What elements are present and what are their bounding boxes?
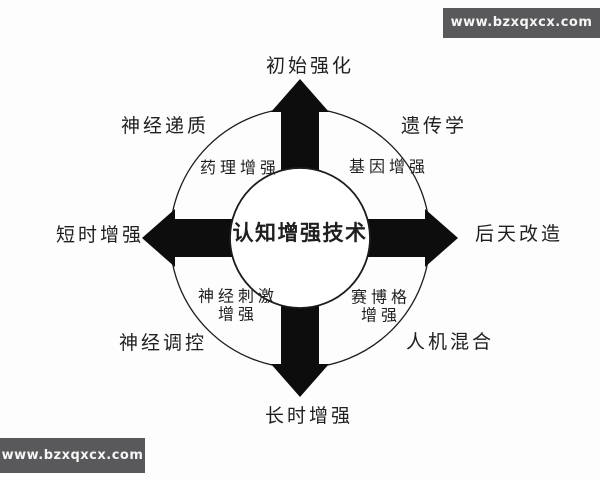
outer-label-bottom-right: 人机混合 xyxy=(405,331,495,354)
quadrant-label-bottom-right-line2: 增强 xyxy=(360,306,402,325)
axis-label-bottom: 长时增强 xyxy=(264,405,354,428)
arrow-up-icon xyxy=(271,79,329,172)
quadrant-label-bottom-left: 神经刺激 增强 xyxy=(197,286,279,325)
quadrant-label-bottom-left-line1: 神经刺激 xyxy=(197,286,279,306)
outer-label-top-right: 遗传学 xyxy=(400,115,468,138)
center-label: 认知增强技术 xyxy=(232,220,368,245)
axis-label-left: 短时增强 xyxy=(55,224,145,247)
quadrant-label-top-right: 基因增强 xyxy=(348,156,430,176)
axis-label-top: 初始强化 xyxy=(265,55,355,78)
quadrant-label-top-left: 药理增强 xyxy=(199,157,281,177)
center-hub-circle xyxy=(229,167,371,309)
quadrant-label-bottom-right-line1: 赛博格 xyxy=(350,287,412,307)
outer-label-bottom-left: 神经调控 xyxy=(118,332,208,355)
arrow-left-icon xyxy=(142,209,232,267)
watermark-top-right: www.bzxqxcx.com xyxy=(443,8,600,38)
watermark-bottom-left: www.bzxqxcx.com xyxy=(0,438,145,473)
arrow-right-icon xyxy=(368,209,458,267)
quadrant-label-bottom-left-line2: 增强 xyxy=(217,305,259,324)
axis-label-right: 后天改造 xyxy=(474,223,564,246)
arrow-down-icon xyxy=(271,304,329,397)
quadrant-label-bottom-right: 赛博格 增强 xyxy=(350,287,412,326)
outer-label-top-left: 神经递质 xyxy=(120,115,210,138)
